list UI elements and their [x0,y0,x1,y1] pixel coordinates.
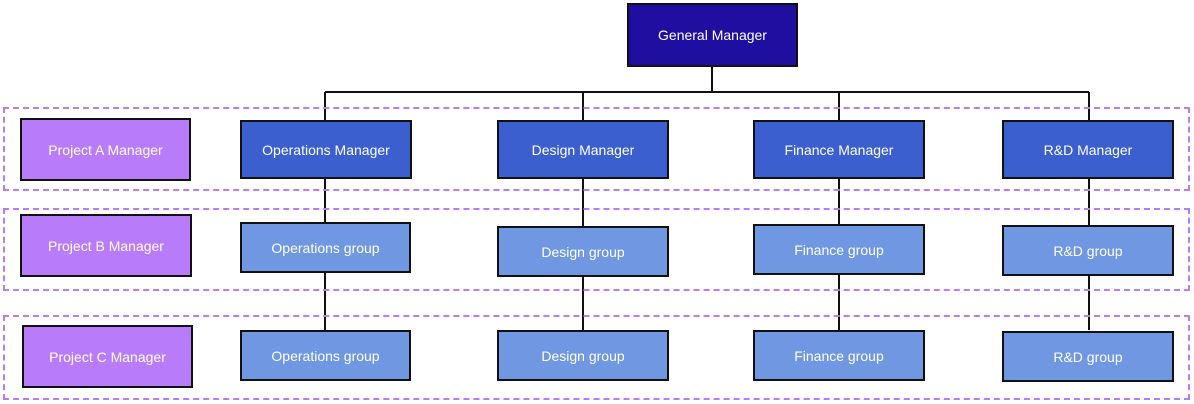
project-c-finance-group-node: Finance group [753,330,925,381]
project-b-finance-group-node: Finance group [753,224,925,275]
finance-manager-node: Finance Manager [753,120,925,179]
project-b-operations-group-node: Operations group [240,222,411,273]
project-c-band [3,315,1190,400]
project-b-rd-group-node: R&D group [1002,225,1174,276]
project-c-manager-node: Project C Manager [22,325,193,388]
project-c-operations-group-node: Operations group [240,330,411,381]
project-c-rd-group-node: R&D group [1002,331,1174,382]
project-a-band [3,107,1190,191]
design-manager-node: Design Manager [497,120,669,179]
rd-manager-node: R&D Manager [1002,120,1174,179]
project-c-design-group-node: Design group [497,330,669,381]
project-b-manager-node: Project B Manager [20,214,192,277]
operations-manager-node: Operations Manager [240,120,412,179]
project-a-manager-node: Project A Manager [20,118,191,181]
project-b-design-group-node: Design group [497,226,669,277]
project-b-band [3,208,1190,291]
general-manager-node: General Manager [627,3,798,67]
